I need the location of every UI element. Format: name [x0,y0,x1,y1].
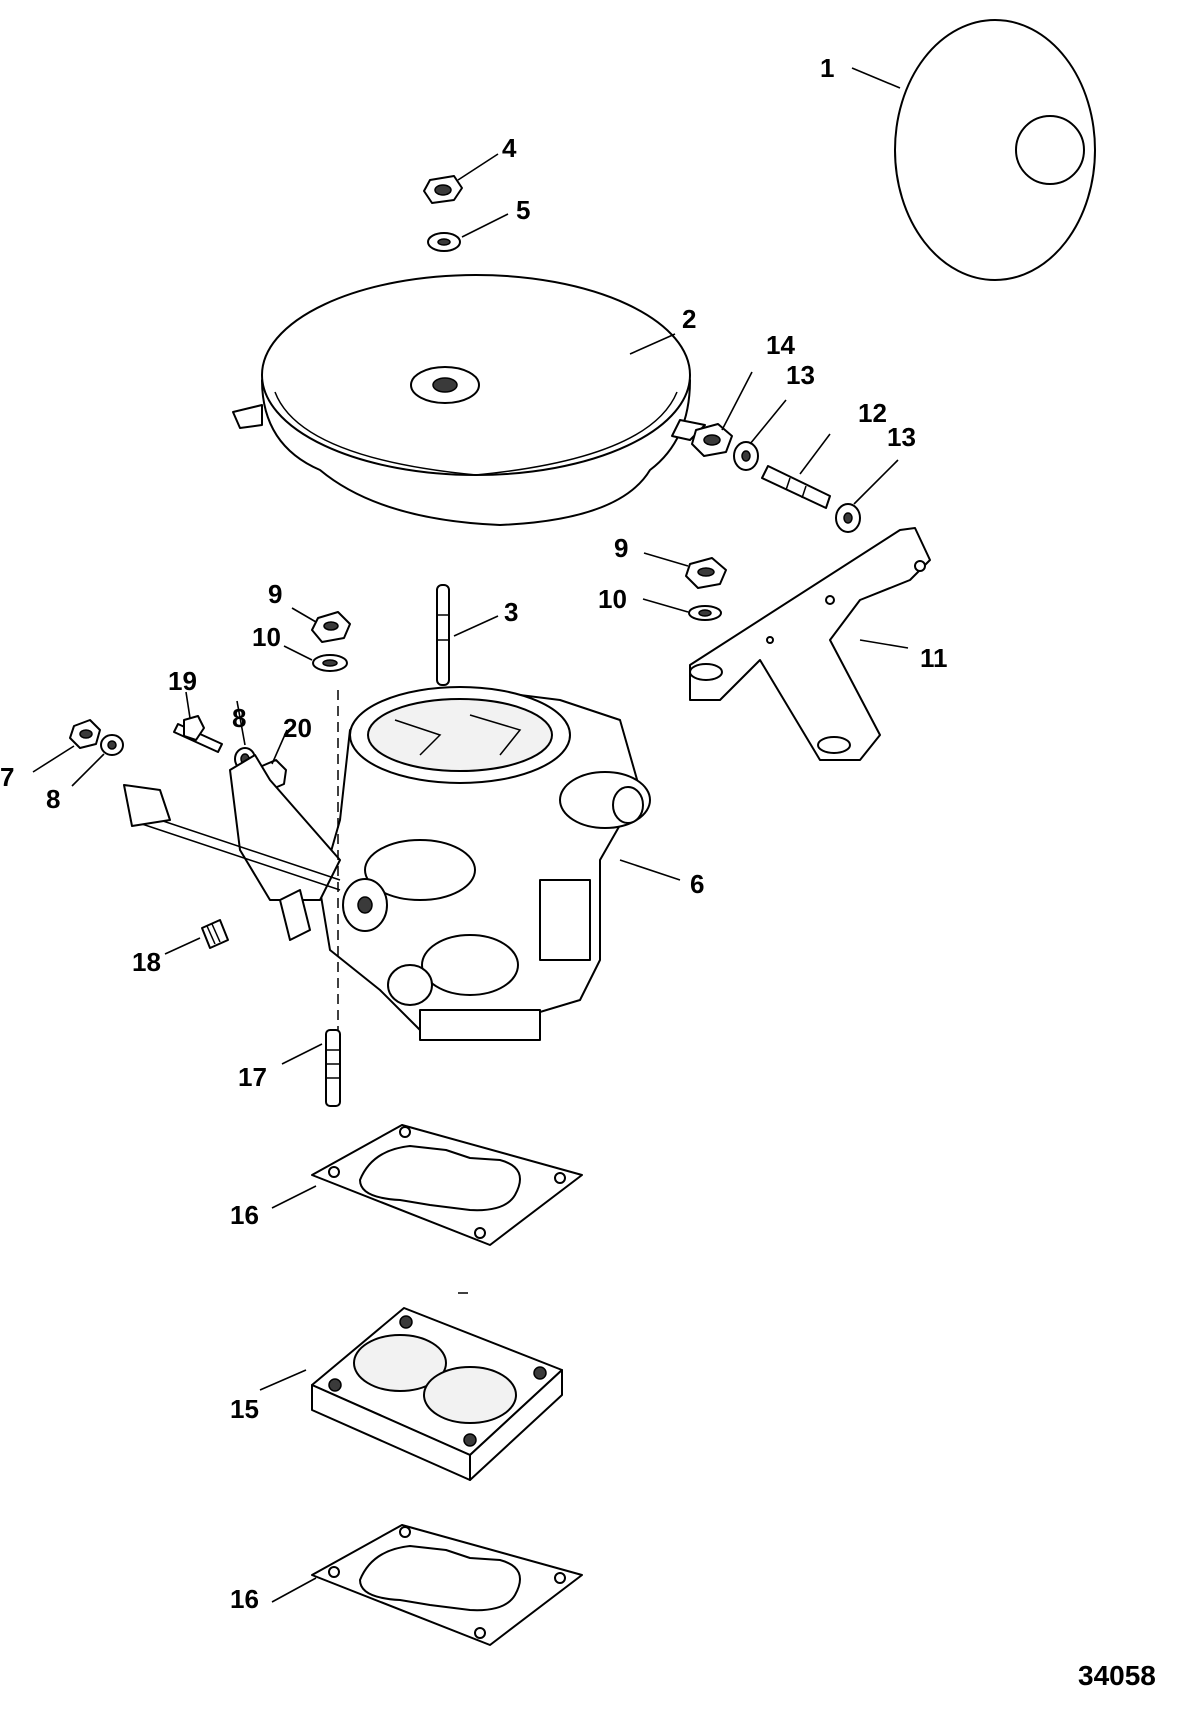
callout-3: 3 [504,597,518,627]
callout-16-lower: 16 [230,1584,259,1614]
callout-13-lower: 13 [887,422,916,452]
stud-19[interactable] [173,715,223,753]
washer-13-upper[interactable] [733,441,759,471]
callout-7: 7 [0,762,14,792]
spacer-plate[interactable] [311,1307,563,1481]
stud-3[interactable] [436,584,450,686]
callout-19: 19 [168,666,197,696]
callout-6: 6 [690,869,704,899]
stud-17[interactable] [325,1029,341,1107]
callout-18: 18 [132,947,161,977]
callout-10-right: 10 [598,584,627,614]
callout-13-upper: 13 [786,360,815,390]
nut-7[interactable] [69,719,101,749]
carburetor[interactable] [123,686,651,1041]
air-filter-element[interactable] [894,19,1096,281]
callouts: 1 2 3 4 5 6 7 8 8 9 9 10 10 11 12 13 13 [0,53,948,1614]
bolt-12[interactable] [761,465,831,509]
callout-16-upper: 16 [230,1200,259,1230]
callout-10-left: 10 [252,622,281,652]
mounting-bracket[interactable] [689,527,931,761]
callout-15: 15 [230,1394,259,1424]
nut-top[interactable] [423,175,463,204]
nut-9-left[interactable] [311,611,351,643]
nut-9-right[interactable] [685,557,727,589]
callout-20: 20 [283,713,312,743]
washer-top[interactable] [427,232,461,252]
callout-8-upper: 8 [232,703,246,733]
callout-12: 12 [858,398,887,428]
callout-1: 1 [820,53,834,83]
callout-5: 5 [516,195,530,225]
flame-arrestor-cover[interactable] [232,274,706,526]
nut-14[interactable] [691,423,733,457]
washer-13-lower[interactable] [835,503,861,533]
callout-14: 14 [766,330,795,360]
callout-17: 17 [238,1062,267,1092]
callout-9-right: 9 [614,533,628,563]
callout-4: 4 [502,133,517,163]
washer-10-right[interactable] [688,605,722,621]
set-screw-18[interactable] [201,919,229,949]
figure-number: 34058 [1078,1660,1156,1691]
callout-11: 11 [920,643,948,673]
gasket-16-upper[interactable] [311,1124,583,1246]
washer-10-left[interactable] [312,654,348,672]
callout-8-lower: 8 [46,784,60,814]
callout-2: 2 [682,304,696,334]
callout-9-left: 9 [268,579,282,609]
washer-8-lower[interactable] [100,734,124,756]
gasket-16-lower[interactable] [311,1524,583,1646]
